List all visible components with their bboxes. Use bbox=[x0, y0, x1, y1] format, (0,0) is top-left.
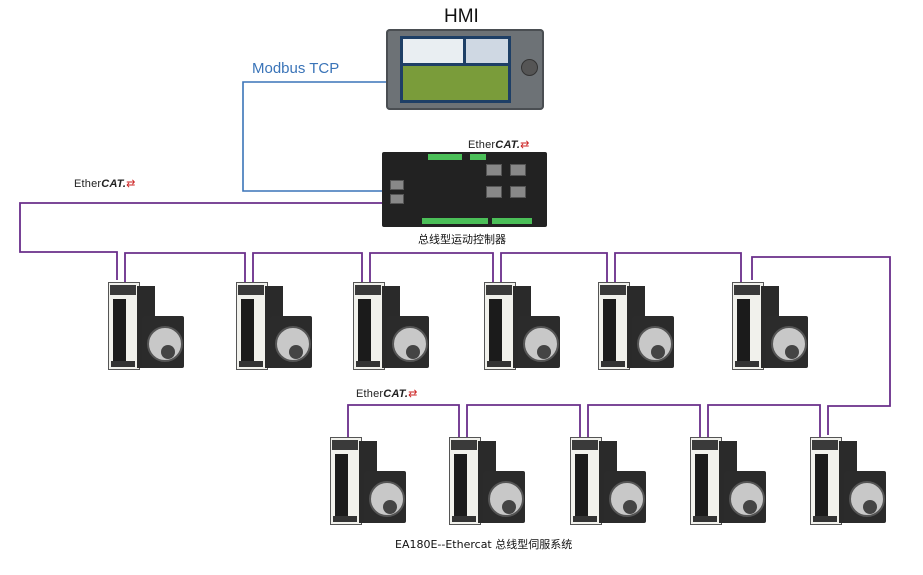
ethercat-riser-cable bbox=[751, 256, 891, 435]
ethercat-link-cable bbox=[124, 252, 246, 282]
servo-drive-motor-icon bbox=[598, 282, 678, 374]
ethercat-logo-row2: EtherCAT.⇄ bbox=[356, 388, 418, 400]
system-caption: EA180E--Ethercat 总线型伺服系统 bbox=[395, 538, 573, 551]
servo-drive-motor-icon bbox=[449, 437, 529, 529]
ethercat-link-cable bbox=[587, 404, 701, 437]
servo-drive-motor-icon bbox=[484, 282, 564, 374]
hmi-title: HMI bbox=[444, 6, 479, 27]
row1-daisy-chain bbox=[124, 252, 742, 282]
ethercat-link-cable bbox=[252, 252, 363, 282]
controller-caption: 总线型运动控制器 bbox=[418, 233, 506, 246]
ethercat-link-cable bbox=[707, 404, 821, 437]
servo-drive-motor-icon bbox=[330, 437, 410, 529]
hmi-touchscreen-icon bbox=[386, 29, 544, 110]
servo-drive-motor-icon bbox=[236, 282, 316, 374]
ethercat-link-cable bbox=[369, 252, 494, 282]
servo-drive-motor-icon bbox=[732, 282, 812, 374]
modbus-tcp-label: Modbus TCP bbox=[252, 60, 340, 77]
servo-drive-motor-icon bbox=[570, 437, 650, 529]
modbus-cable bbox=[242, 81, 386, 192]
ethercat-link-cable bbox=[500, 252, 608, 282]
ethercat-link-cable bbox=[347, 404, 460, 437]
ethercat-link-cable bbox=[466, 404, 581, 437]
ethercat-logo-controller: EtherCAT.⇄ bbox=[468, 139, 530, 151]
motion-controller-icon bbox=[382, 152, 547, 227]
ethercat-logo-left: EtherCAT.⇄ bbox=[74, 178, 136, 190]
servo-drive-motor-icon bbox=[690, 437, 770, 529]
servo-drive-motor-icon bbox=[810, 437, 890, 529]
servo-drive-motor-icon bbox=[108, 282, 188, 374]
ethercat-link-cable bbox=[614, 252, 742, 282]
row2-daisy-chain bbox=[347, 404, 821, 437]
servo-drive-motor-icon bbox=[353, 282, 433, 374]
ethercat-trunk-cable bbox=[19, 202, 382, 280]
